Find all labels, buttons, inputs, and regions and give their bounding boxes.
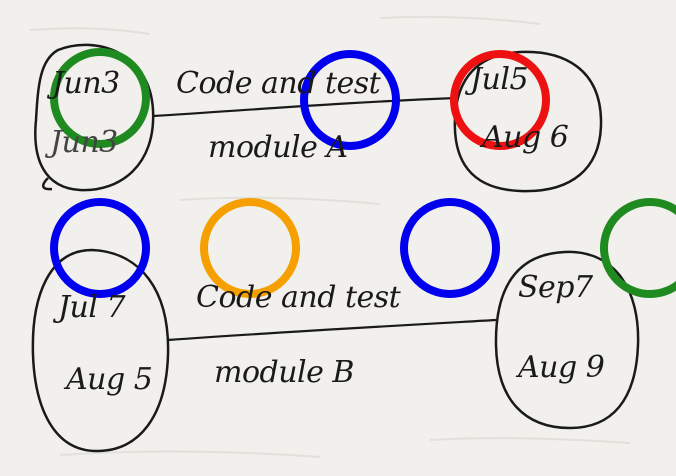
node-n1-late: Jun3 (50, 125, 118, 160)
node-ellipse-n3 (31, 248, 170, 453)
annotation-circle-red (450, 50, 550, 150)
node-n3-early: Jul 7 (58, 290, 126, 325)
node-n2-early: Jul5 (470, 62, 529, 97)
annotation-circle-blue-3 (400, 198, 500, 298)
node-n3-late: Aug 5 (66, 362, 153, 397)
annotation-circle-orange (200, 198, 300, 298)
edge-b-label-line1: Code and test (196, 280, 401, 315)
node-n4-late: Aug 9 (518, 350, 605, 385)
annotation-circle-blue-2 (50, 198, 150, 298)
annotation-circle-green-1 (50, 48, 150, 148)
edge-line-b (167, 318, 497, 342)
node-ellipse-n4 (494, 250, 640, 430)
node-n1-early: Jun3 (52, 66, 120, 101)
annotation-circle-blue-1 (300, 50, 400, 150)
edge-a-label-line2: module A (208, 130, 348, 165)
annotation-circle-green-2 (600, 198, 676, 298)
node-n4-early: Sep7 (518, 270, 593, 305)
node-n2-late: Aug 6 (482, 120, 569, 155)
edge-b-label-line2: module B (214, 355, 354, 390)
edge-a-label-line1: Code and test (176, 66, 381, 101)
paper-texture (29, 15, 631, 458)
node-ellipse-n2 (453, 50, 603, 193)
